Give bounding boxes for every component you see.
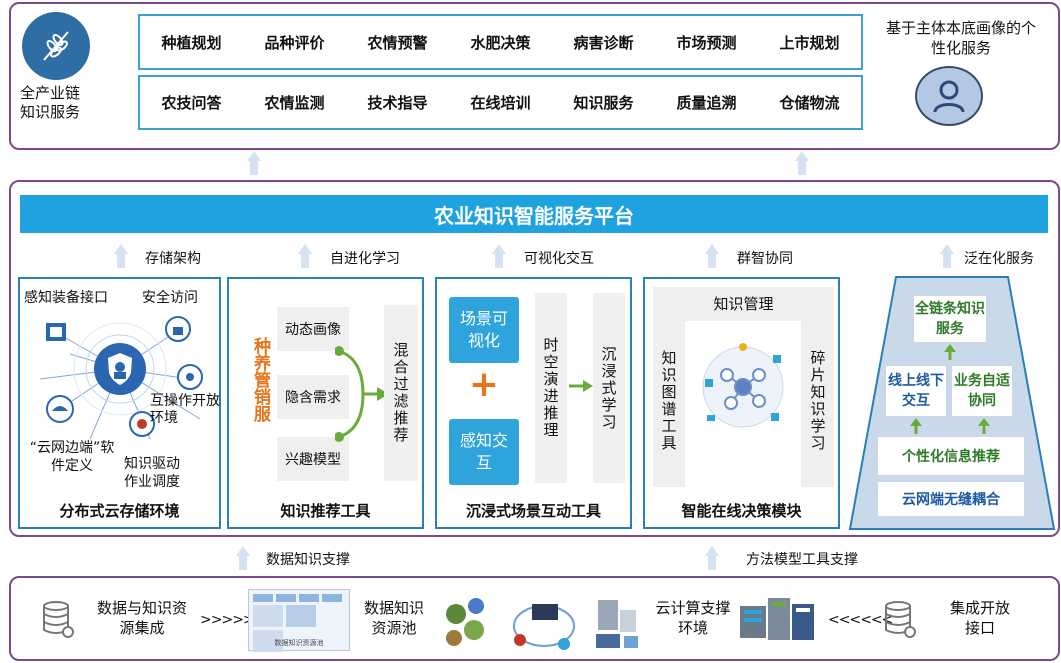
service-item[interactable]: 市场预测 bbox=[676, 33, 737, 52]
recommend-item-dynamic-profile[interactable]: 动态画像 bbox=[277, 307, 349, 351]
storage-label-secure: 安全访问 bbox=[142, 290, 198, 306]
full-chain-service[interactable]: 全链条知识服务 bbox=[914, 296, 986, 342]
database-icon bbox=[43, 601, 74, 638]
decision-module[interactable]: 知识管理 知识图谱工具 碎片知识学习 智能在线决策模块 bbox=[643, 277, 840, 529]
resource-pool-image: 数据知识资源池 bbox=[248, 589, 350, 652]
arrow-label-ubiquitous: 泛在化服务 bbox=[964, 251, 1034, 267]
service-item[interactable]: 在线培训 bbox=[470, 94, 531, 112]
immersive-learning[interactable]: 沉浸式学习 bbox=[593, 293, 625, 483]
storage-label-interop: 互操作开放环境 bbox=[150, 393, 220, 426]
arrow-up-green-icon bbox=[944, 344, 956, 360]
full-chain-label: 全产业链 知识服务 bbox=[20, 84, 81, 121]
recommend-module-title: 知识推荐工具 bbox=[280, 502, 371, 520]
up-arrow-icon bbox=[705, 244, 719, 268]
agri-photo-collage bbox=[436, 590, 646, 654]
up-arrow-icon bbox=[298, 244, 312, 268]
storage-module-title: 分布式云存储环境 bbox=[59, 502, 180, 520]
data-knowledge-support-label: 数据知识支撑 bbox=[266, 552, 350, 568]
decision-module-title: 智能在线决策模块 bbox=[681, 502, 802, 520]
storage-label-scheduling: 知识驱动作业调度 bbox=[124, 456, 180, 490]
arrow-right-icon bbox=[569, 380, 593, 392]
recommend-item-hidden-demand[interactable]: 隐含需求 bbox=[277, 375, 349, 419]
business-adaptive-collab[interactable]: 业务自适协同 bbox=[952, 366, 1012, 416]
method-model-support-label: 方法模型工具支撑 bbox=[746, 552, 858, 568]
scene-visualization-button[interactable]: 场景可视化 bbox=[449, 297, 519, 363]
wheat-logo-icon bbox=[22, 12, 90, 80]
security-network-icon bbox=[39, 316, 203, 440]
up-arrow-icon bbox=[236, 546, 250, 570]
arrow-label-storage: 存储架构 bbox=[145, 251, 201, 267]
knowledge-graph-tool[interactable]: 知识图谱工具 bbox=[655, 321, 683, 481]
service-item[interactable]: 上市规划 bbox=[779, 33, 840, 52]
up-arrow-icon bbox=[795, 151, 809, 175]
cloud-network-coupling[interactable]: 云网端无缝耦合 bbox=[878, 482, 1024, 516]
arrow-up-green-icon bbox=[910, 418, 922, 434]
arrow-up-green-icon bbox=[978, 418, 990, 434]
service-item[interactable]: 农技问答 bbox=[161, 94, 222, 112]
storage-module[interactable]: 感知装备接口 安全访问 互操作开放环境 “云网边端”软件定义 知识驱动作业调度 … bbox=[18, 277, 221, 529]
service-item[interactable]: 农情监测 bbox=[264, 94, 325, 112]
personalized-recommendation[interactable]: 个性化信息推荐 bbox=[878, 437, 1024, 475]
service-row-2: 农技问答 农情监测 技术指导 在线培训 知识服务 质量追溯 仓储物流 bbox=[138, 75, 863, 130]
server-rack-icon bbox=[738, 594, 816, 646]
user-avatar-icon bbox=[915, 66, 983, 126]
storage-label-cloud-edge: “云网边端”软件定义 bbox=[29, 440, 115, 474]
personalized-service-label: 基于主体本底画像的个性化服务 bbox=[886, 19, 1037, 57]
up-arrow-icon bbox=[114, 244, 128, 268]
service-item[interactable]: 质量追溯 bbox=[676, 94, 737, 112]
service-item[interactable]: 水肥决策 bbox=[470, 33, 531, 52]
service-item[interactable]: 知识服务 bbox=[573, 94, 634, 112]
up-arrow-icon bbox=[705, 546, 719, 570]
perception-interaction-button[interactable]: 感知交互 bbox=[449, 419, 519, 485]
immersive-module[interactable]: 场景可视化 + 感知交互 时空演进推理 沉浸式学习 沉浸式场景互动工具 bbox=[435, 277, 632, 529]
spatiotemporal-reasoning[interactable]: 时空演进推理 bbox=[535, 293, 567, 483]
platform-title-bar: 农业知识智能服务平台 bbox=[20, 195, 1048, 233]
service-item[interactable]: 农情预警 bbox=[367, 33, 428, 52]
platform-title: 农业知识智能服务平台 bbox=[434, 203, 634, 228]
resource-pool-label: 数据知识资源池 bbox=[363, 599, 424, 637]
recommend-hybrid-filter[interactable]: 混合过滤推荐 bbox=[384, 305, 418, 481]
fragment-knowledge-learning[interactable]: 碎片知识学习 bbox=[804, 321, 832, 481]
up-arrow-icon bbox=[492, 244, 506, 268]
up-arrow-icon bbox=[247, 151, 261, 175]
service-item[interactable]: 品种评价 bbox=[264, 33, 325, 52]
pool-image-caption: 数据知识资源池 bbox=[274, 639, 324, 647]
arrow-label-visual: 可视化交互 bbox=[524, 251, 594, 267]
up-arrow-icon bbox=[940, 244, 954, 268]
service-item[interactable]: 技术指导 bbox=[367, 94, 428, 112]
recommend-side-label: 种养管销服 bbox=[250, 337, 270, 422]
recommend-flow-arrows bbox=[335, 346, 389, 442]
arrow-label-collective: 群智协同 bbox=[737, 251, 793, 267]
database-icon bbox=[885, 601, 916, 638]
service-item[interactable]: 仓储物流 bbox=[779, 94, 840, 112]
recommend-module[interactable]: 种养管销服 动态画像 隐含需求 兴趣模型 混合过滤推荐 知识推荐工具 bbox=[227, 277, 424, 529]
arrow-label-self-evolving: 自进化学习 bbox=[330, 251, 400, 267]
data-integration-label: 数据与知识资源集成 bbox=[96, 599, 187, 637]
recommend-item-interest-model[interactable]: 兴趣模型 bbox=[277, 437, 349, 481]
storage-label-sensor: 感知装备接口 bbox=[24, 290, 108, 306]
plus-icon: + bbox=[468, 364, 500, 405]
knowledge-management-label: 知识管理 bbox=[713, 295, 774, 313]
flow-arrows-left: <<<<<< bbox=[828, 612, 893, 628]
service-item[interactable]: 病害诊断 bbox=[573, 33, 634, 52]
knowledge-network-icon bbox=[702, 343, 784, 428]
service-row-1: 种植规划 品种评价 农情预警 水肥决策 病害诊断 市场预测 上市规划 bbox=[138, 14, 863, 70]
open-interface-label: 集成开放接口 bbox=[949, 599, 1010, 637]
service-item[interactable]: 种植规划 bbox=[161, 33, 222, 52]
online-offline-interaction[interactable]: 线上线下交互 bbox=[886, 366, 946, 416]
immersive-module-title: 沉浸式场景互动工具 bbox=[465, 502, 601, 520]
cloud-computing-label: 云计算支撑环境 bbox=[655, 599, 731, 637]
